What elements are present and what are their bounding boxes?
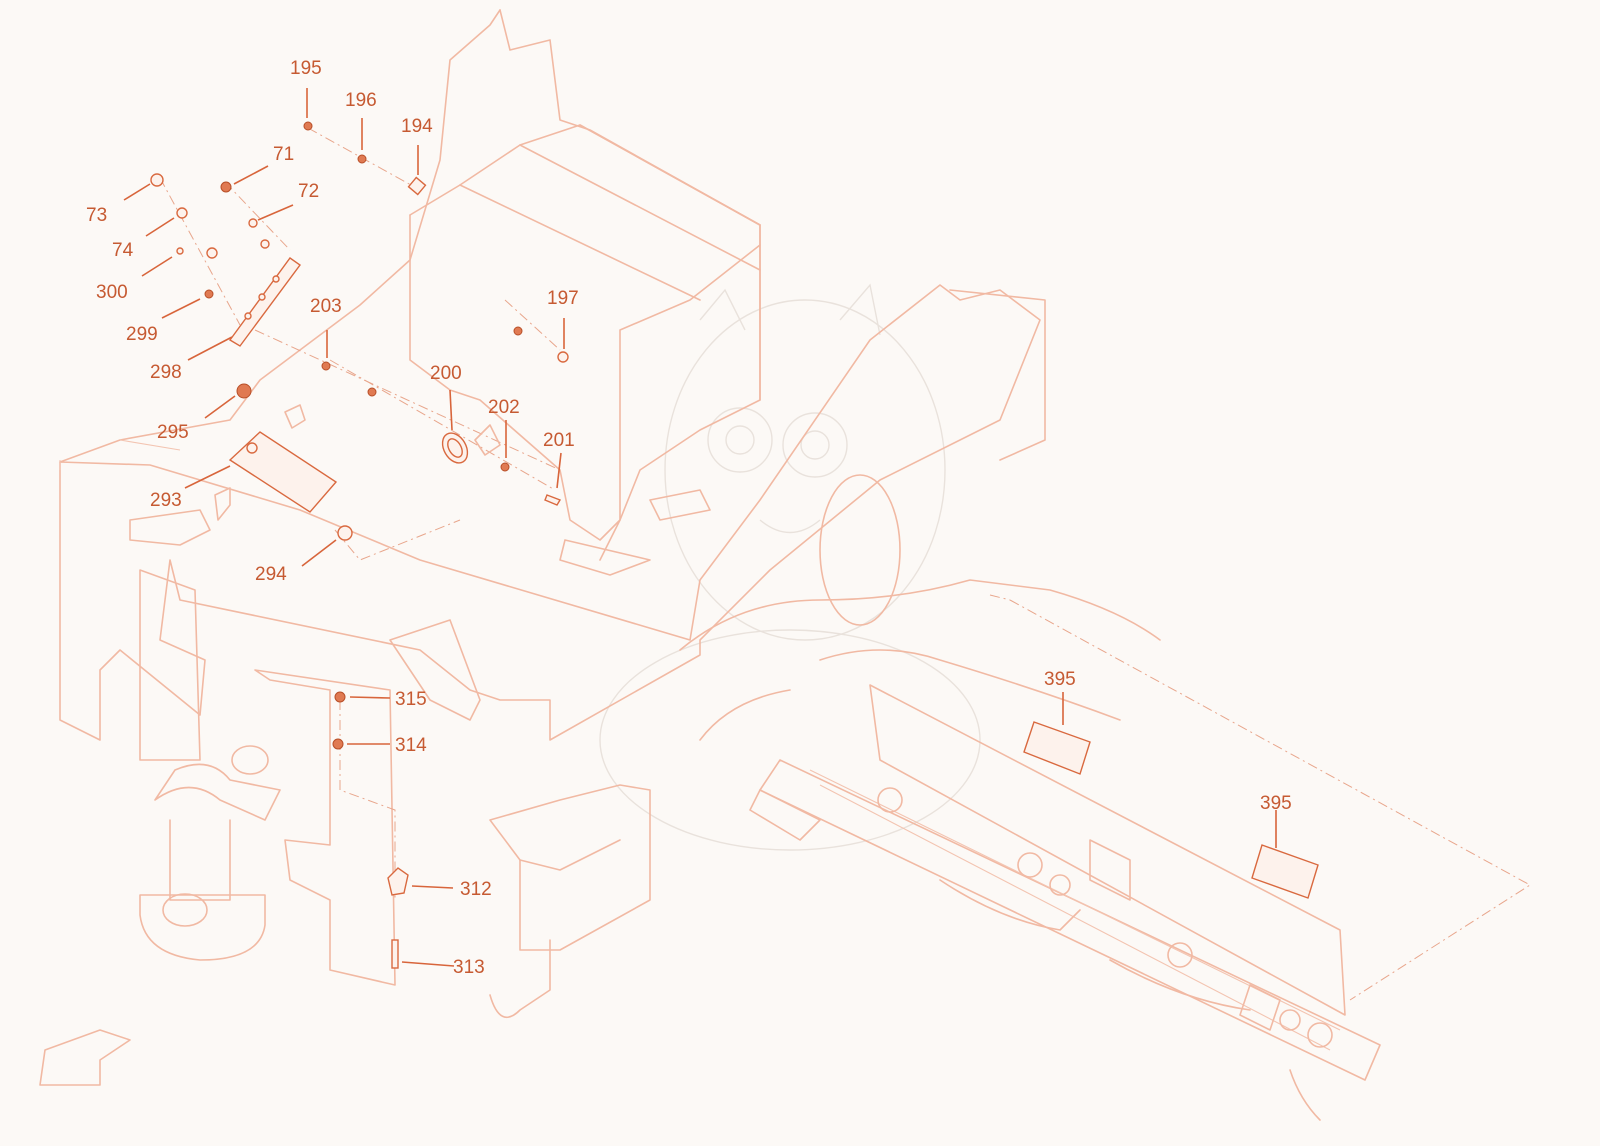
part-314 (332, 738, 344, 750)
assembly-guide-lines (159, 127, 561, 900)
callout-202: 202 (488, 397, 520, 418)
callout-299: 299 (126, 324, 158, 345)
callout-293: 293 (150, 490, 182, 511)
callout-315: 315 (395, 689, 427, 710)
part-195 (303, 121, 313, 131)
callout-298: 298 (150, 362, 182, 383)
callout-203: 203 (310, 296, 342, 317)
part-315 (334, 691, 346, 703)
part-197 (557, 351, 569, 363)
callout-314: 314 (395, 735, 427, 756)
part-395-a (1023, 721, 1091, 775)
part-74 (176, 207, 188, 219)
part-201 (544, 494, 562, 506)
callout-300: 300 (96, 282, 128, 303)
callout-72: 72 (298, 181, 319, 202)
callout-201: 201 (543, 430, 575, 451)
part-72b (260, 239, 270, 249)
part-298 (228, 257, 301, 347)
frame-outline (39, 9, 1161, 1086)
callout-71: 71 (273, 144, 294, 165)
callout-200: 200 (430, 363, 462, 384)
callout-labels: 195 196 194 71 72 73 74 300 299 298 203 … (86, 58, 1292, 978)
parts (150, 121, 1319, 969)
callout-195: 195 (290, 58, 322, 79)
callout-312: 312 (460, 879, 492, 900)
valve-bar-assembly (749, 594, 1531, 1121)
callout-313: 313 (453, 957, 485, 978)
dragon-watermark-icon (599, 283, 981, 851)
callout-196: 196 (345, 90, 377, 111)
part-299 (204, 289, 214, 299)
part-293 (228, 431, 338, 513)
part-203 (321, 361, 331, 371)
callout-194: 194 (401, 116, 433, 137)
part-395-b (1251, 844, 1319, 899)
part-73 (150, 173, 164, 187)
part-72 (248, 218, 258, 228)
leader-lines (123, 88, 1277, 967)
part-299b (206, 247, 218, 259)
callout-395-b: 395 (1260, 793, 1292, 814)
callout-294: 294 (255, 564, 287, 585)
part-71 (220, 181, 232, 193)
part-294 (337, 525, 353, 541)
part-194 (407, 176, 427, 196)
callout-73: 73 (86, 205, 107, 226)
part-300 (176, 247, 184, 255)
part-313 (391, 939, 399, 969)
part-295 (236, 383, 252, 399)
callout-395-a: 395 (1044, 669, 1076, 690)
part-312 (387, 867, 409, 896)
callout-74: 74 (112, 240, 134, 261)
callout-295: 295 (157, 422, 189, 443)
part-196 (357, 154, 367, 164)
callout-197: 197 (547, 288, 579, 309)
part-202 (500, 462, 510, 472)
